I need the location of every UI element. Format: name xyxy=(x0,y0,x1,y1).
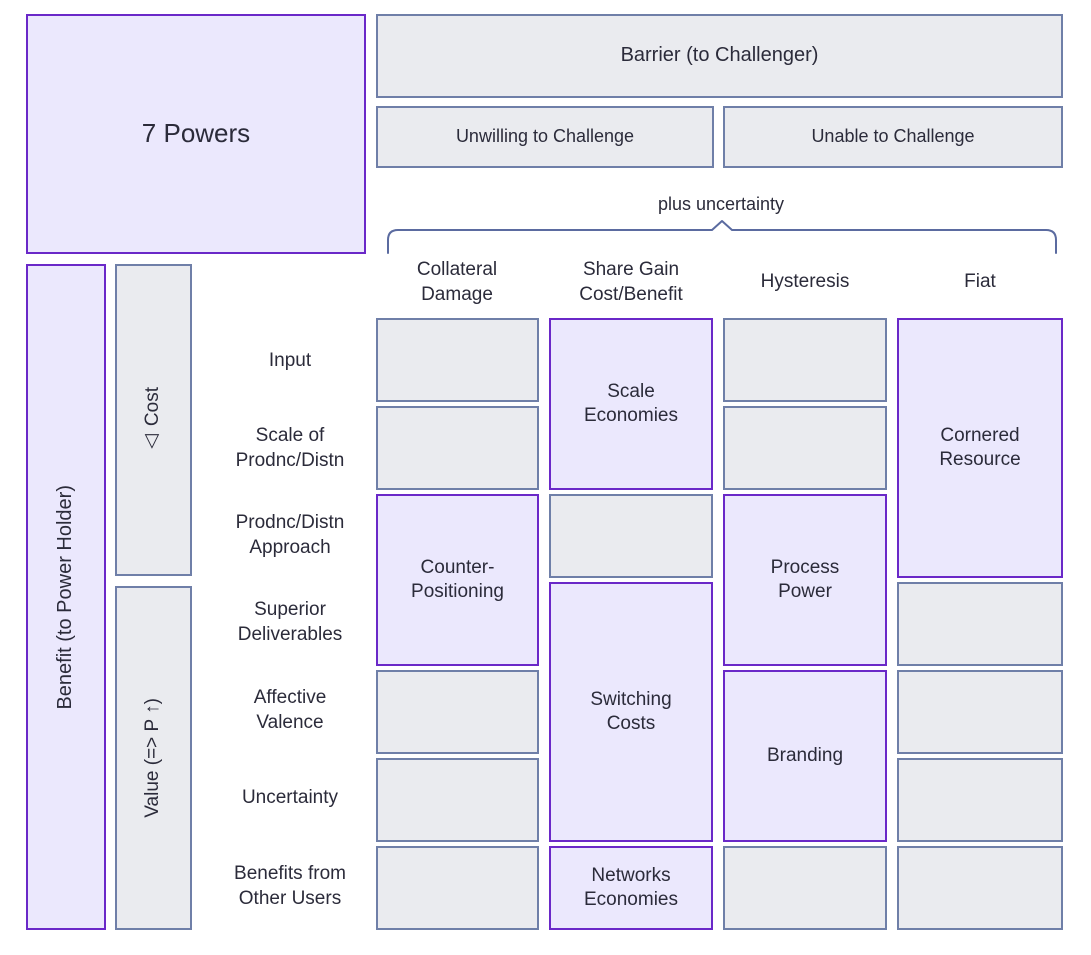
column-header-hysteresis: Hysteresis xyxy=(723,252,887,312)
row-label-prodnc-distn-approach-text: Prodnc/Distn Approach xyxy=(235,511,345,558)
barrier-label: Barrier (to Challenger) xyxy=(620,44,819,67)
row-label-uncertainty-text: Uncertainty xyxy=(241,787,339,809)
column-header-collateral-damage: Collateral Damage xyxy=(376,252,538,312)
row-label-input-text: Input xyxy=(268,350,312,372)
row-label-uncertainty: Uncertainty xyxy=(200,755,380,841)
seven-powers-title-label: 7 Powers xyxy=(141,118,251,149)
cell-collateral-damage-scale-of-prodnc-distn xyxy=(376,406,539,490)
cell-fiat-uncertainty xyxy=(897,758,1063,842)
row-label-benefits-from-other-users-text: Benefits from Other Users xyxy=(234,862,346,909)
column-header-collateral-damage-label: Collateral Damage xyxy=(416,258,498,305)
power-networks-economies: Networks Economies xyxy=(549,846,713,930)
barrier-box: Barrier (to Challenger) xyxy=(376,14,1063,98)
column-header-fiat: Fiat xyxy=(897,252,1063,312)
power-cornered-resource: Cornered Resource xyxy=(897,318,1063,578)
row-label-scale-of-prodnc-distn: Scale of Prodnc/Distn xyxy=(200,405,380,491)
value-label: Value (=> P ↑) xyxy=(142,698,164,818)
value-bar: Value (=> P ↑) xyxy=(115,586,192,930)
uncertainty-bracket-icon xyxy=(387,220,1057,254)
cell-fiat-benefits-from-other-users xyxy=(897,846,1063,930)
cell-collateral-damage-affective-valence xyxy=(376,670,539,754)
cell-collateral-damage-uncertainty xyxy=(376,758,539,842)
benefit-to-power-holder-bar: Benefit (to Power Holder) xyxy=(26,264,106,930)
power-scale-economies: Scale Economies xyxy=(549,318,713,490)
power-scale-economies-label: Scale Economies xyxy=(584,380,678,426)
column-header-hysteresis-label: Hysteresis xyxy=(760,271,850,293)
delta-cost-bar: △ Cost xyxy=(115,264,192,576)
benefit-to-power-holder-label: Benefit (to Power Holder) xyxy=(54,484,77,710)
row-label-prodnc-distn-approach: Prodnc/Distn Approach xyxy=(200,492,380,578)
power-branding: Branding xyxy=(723,670,887,842)
unwilling-to-challenge-label: Unwilling to Challenge xyxy=(455,126,635,147)
unable-to-challenge-label: Unable to Challenge xyxy=(811,126,975,147)
power-counter-positioning-label: Counter- Positioning xyxy=(411,556,504,602)
unwilling-to-challenge-box: Unwilling to Challenge xyxy=(376,106,714,168)
column-header-share-gain: Share Gain Cost/Benefit xyxy=(549,252,713,312)
power-switching-costs-label: Switching Costs xyxy=(590,688,672,734)
power-cornered-resource-label: Cornered Resource xyxy=(939,424,1021,470)
cell-hysteresis-benefits-from-other-users xyxy=(723,846,887,930)
power-networks-economies-label: Networks Economies xyxy=(584,864,678,910)
power-process-power-label: Process Power xyxy=(770,556,840,602)
power-process-power: Process Power xyxy=(723,494,887,666)
row-label-scale-of-prodnc-distn-text: Scale of Prodnc/Distn xyxy=(235,424,345,471)
column-header-share-gain-label: Share Gain Cost/Benefit xyxy=(579,258,683,305)
plus-uncertainty-text: plus uncertainty xyxy=(657,194,785,215)
seven-powers-title-box: 7 Powers xyxy=(26,14,366,254)
cell-share-gain-prodnc-distn-approach xyxy=(549,494,713,578)
power-branding-label: Branding xyxy=(766,744,844,766)
cell-hysteresis-scale-of-prodnc-distn xyxy=(723,406,887,490)
row-label-superior-deliverables: Superior Deliverables xyxy=(200,579,380,665)
row-label-affective-valence-text: Affective Valence xyxy=(253,686,327,733)
cell-collateral-damage-input xyxy=(376,318,539,402)
power-counter-positioning: Counter- Positioning xyxy=(376,494,539,666)
delta-cost-label: △ Cost xyxy=(142,386,164,454)
row-label-input: Input xyxy=(200,318,380,404)
cell-fiat-superior-deliverables xyxy=(897,582,1063,666)
cell-fiat-affective-valence xyxy=(897,670,1063,754)
row-label-superior-deliverables-text: Superior Deliverables xyxy=(237,598,343,645)
cell-hysteresis-input xyxy=(723,318,887,402)
column-header-fiat-label: Fiat xyxy=(964,271,996,293)
row-label-affective-valence: Affective Valence xyxy=(200,667,380,753)
unable-to-challenge-box: Unable to Challenge xyxy=(723,106,1063,168)
power-switching-costs: Switching Costs xyxy=(549,582,713,842)
plus-uncertainty-label: plus uncertainty xyxy=(561,192,881,218)
cell-collateral-damage-benefits-from-other-users xyxy=(376,846,539,930)
row-label-benefits-from-other-users: Benefits from Other Users xyxy=(200,843,380,929)
